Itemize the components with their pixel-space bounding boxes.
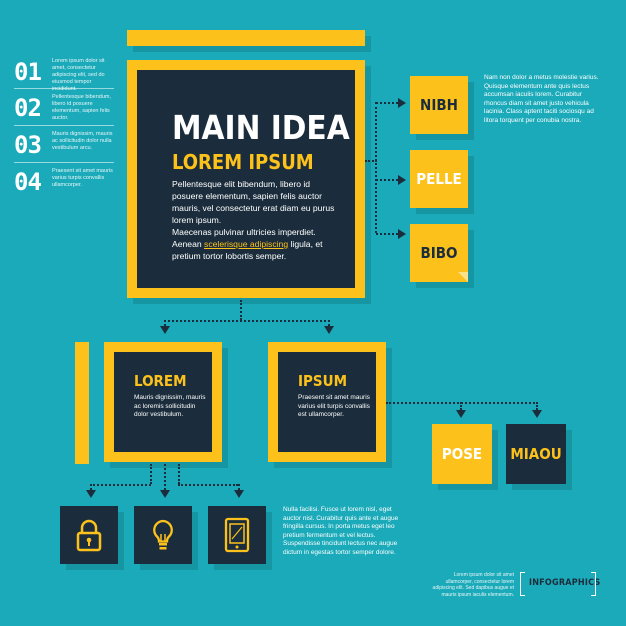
item-number: 01 [14,58,42,86]
connector [90,484,92,490]
main-paragraph-1: Pellentesque elit bibendum, libero id po… [172,179,335,225]
brand-bracket-left [520,572,525,596]
arrow [398,98,406,108]
connector [376,179,398,181]
brand-bracket-right [591,572,596,596]
main-subtitle: LOREM IPSUM [172,150,314,174]
connector [376,102,398,104]
box-pelle: PELLE [410,150,468,208]
page-curl [458,272,468,282]
divider [14,88,114,89]
main-paragraph-link[interactable]: scelerisque adipiscing [204,239,289,249]
arrow [86,490,96,498]
connector [240,300,242,320]
lightbulb-tile [134,506,192,564]
item-text: Praesent sit amet mauris varius turpis c… [52,168,113,188]
arrow [160,490,170,498]
connector [164,320,330,322]
connector [365,160,377,162]
lightbulb-icon [153,519,173,550]
arrow [160,326,170,334]
main-paragraph-2-text: Maecenas pulvinar ultricies imperdiet. A… [172,227,316,249]
main-title: MAIN IDEA [172,108,350,147]
ipsum-text: Praesent sit amet mauris varius elit tur… [298,394,370,418]
main-paragraph-2: Maecenas pulvinar ultricies imperdiet. A… [172,226,342,262]
box-nibh: NIBH [410,76,468,134]
arrow [324,326,334,334]
connector [536,402,538,410]
list-item-04: 04 Praesent sit amet mauris varius turpi… [14,166,114,198]
arrow [398,175,406,185]
lorem-title: LOREM [134,372,187,390]
arrow [398,229,406,239]
connector [90,484,151,486]
item-number: 04 [14,168,42,196]
brand-label: INFOGRAPHICS [529,578,601,588]
connector [164,464,166,490]
connector [376,233,398,235]
connector [164,320,166,326]
item-number: 02 [14,94,42,122]
box-pose: POSE [432,424,492,484]
arrow [456,410,466,418]
item-number: 03 [14,131,42,159]
main-idea-box: MAIN IDEA LOREM IPSUM Pellentesque elit … [127,60,365,298]
connector [386,402,538,404]
connector [328,320,330,326]
ipsum-box: IPSUM Praesent sit amet mauris varius el… [268,342,386,462]
item-text: Pellentesque bibendum, libero id posuere… [52,94,112,121]
arrow [234,490,244,498]
main-top-bar [127,30,365,46]
side-bar [75,342,89,464]
divider [14,125,114,126]
lorem-text: Mauris dignissim, mauris ac loremis soll… [134,394,206,418]
lorem-box: LOREM Mauris dignissim, mauris ac loremi… [104,342,222,462]
divider [14,162,114,163]
box-miaou: MIAOU [506,424,566,484]
box-bibo: BIBO [410,224,468,282]
padlock-tile [60,506,118,564]
footer-text: Lorem ipsum dolor sit amet ullamcorper, … [432,572,514,598]
tablet-icon [224,517,250,553]
connector [238,484,240,490]
padlock-icon [76,519,102,552]
item-text: Lorem ipsum dolor sit amet, consectetur … [52,58,105,92]
connector [375,102,377,233]
main-paragraph-2-tail: ligula, et pretium tortor lobortis sempe… [172,239,323,261]
connector [150,464,152,484]
tablet-tile [208,506,266,564]
item-text: Mauris dignissim, mauris ac sollicitudin… [52,131,113,151]
arrow [532,410,542,418]
list-item-02: 02 Pellentesque bibendum, libero id posu… [14,92,114,124]
connector [178,464,180,484]
connector [178,484,238,486]
bottom-description: Nulla facilisi. Fusce ut lorem nisl, ege… [283,506,399,556]
ipsum-title: IPSUM [298,372,348,390]
list-item-03: 03 Mauris dignissim, mauris ac sollicitu… [14,129,114,161]
list-item-01: 01 Lorem ipsum dolor sit amet, consectet… [14,56,114,92]
connector [460,402,462,410]
right-description: Nam non dolor a metus molestie varius. Q… [484,74,599,124]
